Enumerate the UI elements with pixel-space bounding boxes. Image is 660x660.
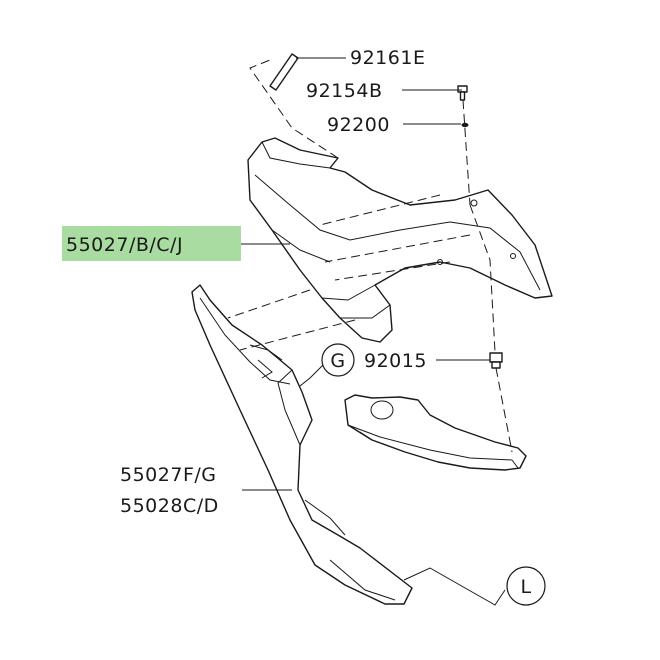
callout-l-letter: L bbox=[520, 576, 531, 598]
lower-fairing[interactable] bbox=[191, 284, 413, 605]
callout-l: L bbox=[506, 566, 546, 606]
trim-strip-92161e[interactable] bbox=[269, 53, 299, 91]
callout-g-letter: G bbox=[330, 350, 345, 372]
grommet-92015[interactable] bbox=[489, 352, 503, 369]
bracket-hole-icon bbox=[370, 400, 394, 420]
assembly-lines bbox=[227, 59, 513, 453]
highlight-box bbox=[62, 226, 241, 261]
label-92015: 92015 bbox=[364, 350, 427, 372]
bolt-92154b[interactable] bbox=[457, 85, 468, 101]
label-92154b: 92154B bbox=[306, 80, 382, 102]
label-55027bcj: 55027/B/C/J bbox=[66, 234, 183, 256]
mount-hole-icon bbox=[510, 253, 516, 259]
label-55027fg: 55027F/G bbox=[120, 464, 217, 486]
upper-side-cover[interactable] bbox=[247, 137, 553, 343]
callout-g: G bbox=[321, 343, 355, 377]
mount-hole-icon bbox=[470, 199, 478, 207]
inner-bracket[interactable] bbox=[344, 394, 527, 471]
label-55028cd: 55028C/D bbox=[120, 495, 219, 517]
label-92200: 92200 bbox=[327, 114, 390, 136]
leader-lines bbox=[238, 57, 506, 606]
washer-92200[interactable] bbox=[461, 122, 469, 128]
label-92161e: 92161E bbox=[350, 47, 425, 69]
mount-hole-icon bbox=[437, 259, 443, 265]
